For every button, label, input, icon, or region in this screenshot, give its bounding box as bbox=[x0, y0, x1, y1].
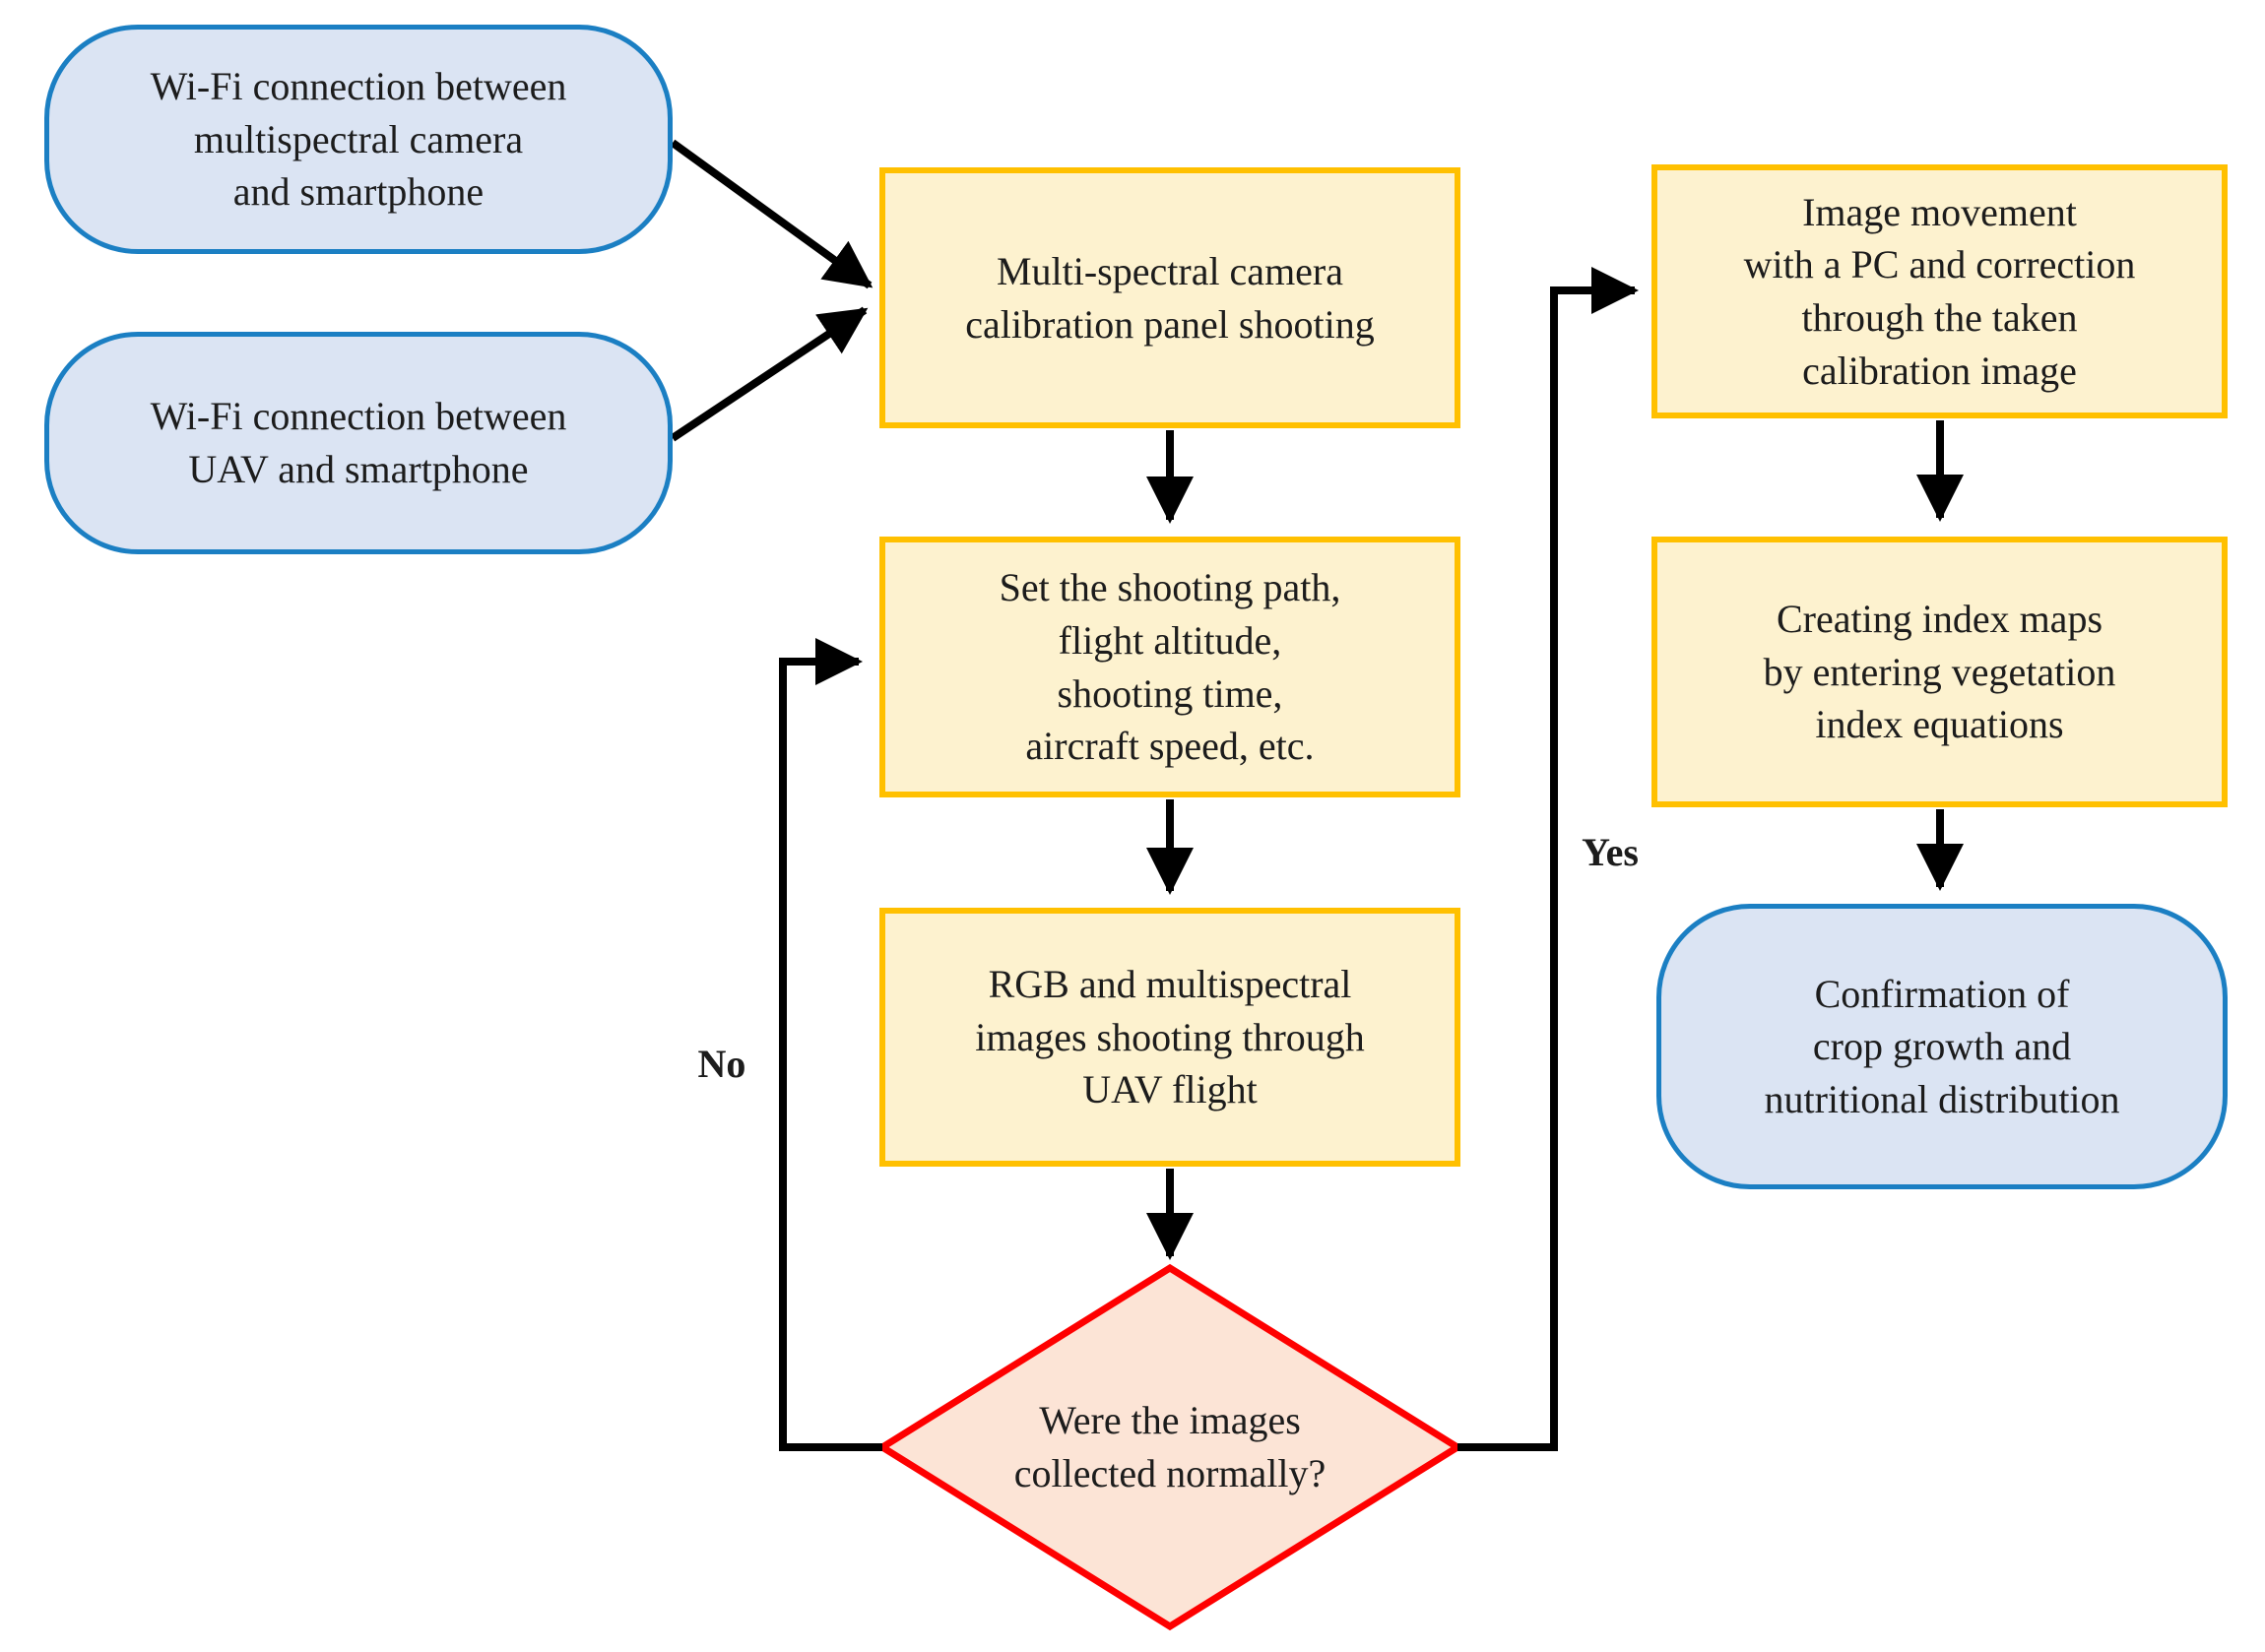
yes-branch-label: Yes bbox=[1582, 829, 1639, 874]
node-set-shooting-path: Set the shooting path, flight altitude, … bbox=[879, 537, 1460, 797]
yes-path-connector bbox=[1457, 267, 1639, 1451]
node-wifi-uav-smartphone: Wi-Fi connection between UAV and smartph… bbox=[44, 332, 673, 554]
node-decision-images-collected: Were the images collected normally? bbox=[1013, 1398, 1327, 1495]
node-rgb-multispectral-shooting: RGB and multispectral images shooting th… bbox=[879, 908, 1460, 1167]
node-image-movement-correction: Image movement with a PC and correction … bbox=[1651, 164, 2228, 418]
node-wifi-camera-smartphone: Wi-Fi connection between multispectral c… bbox=[44, 25, 673, 254]
node-confirmation-crop-growth: Confirmation of crop growth and nutritio… bbox=[1656, 904, 2228, 1189]
arrow-wifi-uav-to-calibration bbox=[670, 306, 869, 442]
decision-diamond-shape bbox=[875, 1263, 1464, 1631]
node-creating-index-maps: Creating index maps by entering vegetati… bbox=[1651, 537, 2228, 807]
no-branch-label: No bbox=[697, 1041, 746, 1086]
arrow-wifi-camera-to-calibration bbox=[670, 139, 874, 289]
no-loop-connector bbox=[779, 638, 882, 1451]
node-calibration-panel-shooting: Multi-spectral camera calibration panel … bbox=[879, 167, 1460, 428]
